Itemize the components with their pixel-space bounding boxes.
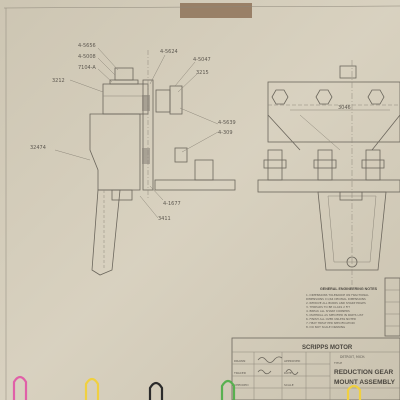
front-housing xyxy=(267,81,400,143)
binder-clip xyxy=(84,377,100,400)
front-angle-right xyxy=(371,114,400,151)
callout-label: 4-5047 xyxy=(193,57,211,63)
leader-3 xyxy=(97,68,113,83)
signature-scribble xyxy=(285,369,299,375)
front-bracket-inner xyxy=(327,195,377,263)
title-block-cell: CHECKED xyxy=(234,383,249,387)
title-block-cell: SCALE xyxy=(284,383,294,387)
binder-clip xyxy=(220,379,236,400)
front-hex-bolt xyxy=(271,89,289,105)
front-callout-label: 3046 xyxy=(338,105,351,111)
leader-7 xyxy=(174,61,196,87)
binder-clip xyxy=(148,381,164,400)
callout-label: 3215 xyxy=(196,70,209,76)
front-stud-nut xyxy=(361,159,385,169)
title-block-frame xyxy=(231,337,400,400)
front-stud-nut xyxy=(313,159,337,169)
notes-line: 8. DO NOT SCALE DRAWING xyxy=(306,325,345,329)
side-right-nut-upper xyxy=(169,85,183,115)
leader-12 xyxy=(139,195,159,219)
notes-line: 1. DIMENSIONS TOLERANCE ON FRACTIONAL xyxy=(306,293,369,297)
leader-5 xyxy=(54,149,91,161)
drawing-title-line1: REDUCTION GEAR xyxy=(334,369,394,376)
title-block-cell: TRACED xyxy=(233,371,247,375)
signature-scribble xyxy=(257,356,283,363)
leader-6 xyxy=(149,54,166,85)
notes-line: 4. BREAK ALL SHARP CORNERS xyxy=(306,309,350,313)
side-view: 4-5656 4-5008 7104-A 3212 32474 4-5624 4… xyxy=(30,43,236,276)
title-block-cell: DATE xyxy=(284,371,292,375)
side-hatch-spacer-1 xyxy=(142,95,150,111)
callout-label: 3411 xyxy=(158,216,171,222)
leader-11 xyxy=(149,185,164,201)
callout-label: 4-309 xyxy=(218,130,233,136)
binder-clips xyxy=(12,375,362,400)
front-angle-left xyxy=(267,114,301,151)
notes-title: GENERAL ENGINEERING NOTES xyxy=(320,287,378,291)
callout-label: 4-5624 xyxy=(160,49,178,55)
callout-label: 32474 xyxy=(30,145,46,151)
title-block: SCRIPPS MOTOR DETROIT, MICH. TITLE REDUC… xyxy=(231,337,400,400)
callout-label: 4-5008 xyxy=(78,54,96,60)
border-top xyxy=(3,5,400,9)
company-name: SCRIPPS MOTOR xyxy=(302,345,353,351)
front-stud-nut xyxy=(263,159,287,169)
revision-strip xyxy=(384,277,400,337)
company-location: DETROIT, MICH. xyxy=(340,355,365,359)
callout-label: 4-1677 xyxy=(163,201,181,207)
front-hex-bolt xyxy=(367,89,385,105)
front-bracket-clamp xyxy=(339,191,363,201)
notes-line: 7. HEAT TREAT PER SPECIFICATION xyxy=(306,321,355,325)
notes-line: 5. MATERIAL AS SPECIFIED IN PARTS LIST xyxy=(306,313,364,317)
leader-10 xyxy=(181,131,219,153)
callout-label: 4-5656 xyxy=(78,43,96,49)
callout-label: 7104-A xyxy=(78,65,96,71)
binder-clip xyxy=(12,375,28,400)
side-base-stud xyxy=(194,159,214,181)
front-view: 3046 xyxy=(257,60,400,285)
notes-line: 2. REMOVE ALL BURRS AND SHARP EDGES xyxy=(306,301,366,305)
title-block-cell: APPROVED xyxy=(284,359,301,363)
leader-2 xyxy=(97,57,116,76)
side-right-nut-lower xyxy=(174,147,188,163)
notes-line: DIMENSIONS ±1/64 DECIMAL DIMENSIONS xyxy=(306,297,366,301)
front-top-bolt xyxy=(339,65,357,79)
callout-label: 3212 xyxy=(52,78,65,84)
front-angle-inner xyxy=(299,114,341,151)
general-notes: GENERAL ENGINEERING NOTES 1. DIMENSIONS … xyxy=(306,287,378,329)
binder-clip xyxy=(346,384,362,400)
notes-line: 3. THREADS TO BE CLASS 2 FIT xyxy=(306,305,350,309)
title-label: TITLE xyxy=(333,361,342,365)
side-hatch-spacer-2 xyxy=(142,148,150,164)
front-hanging-bracket xyxy=(317,191,387,271)
callout-label: 4-5639 xyxy=(218,120,236,126)
front-hex-bolt xyxy=(315,89,333,105)
leader-4 xyxy=(69,79,104,93)
tape-strip xyxy=(180,3,252,18)
leader-9 xyxy=(179,107,219,125)
drawing-title-line2: MOUNT ASSEMBLY xyxy=(334,379,396,386)
side-lower-bolt xyxy=(111,189,133,201)
title-block-cell: DRAWN xyxy=(234,359,245,363)
leader-1 xyxy=(97,47,119,71)
notes-line: 6. FINISH ALL OVER UNLESS NOTED xyxy=(306,317,356,321)
leader-8 xyxy=(177,73,198,93)
signature-scribble xyxy=(257,369,272,375)
